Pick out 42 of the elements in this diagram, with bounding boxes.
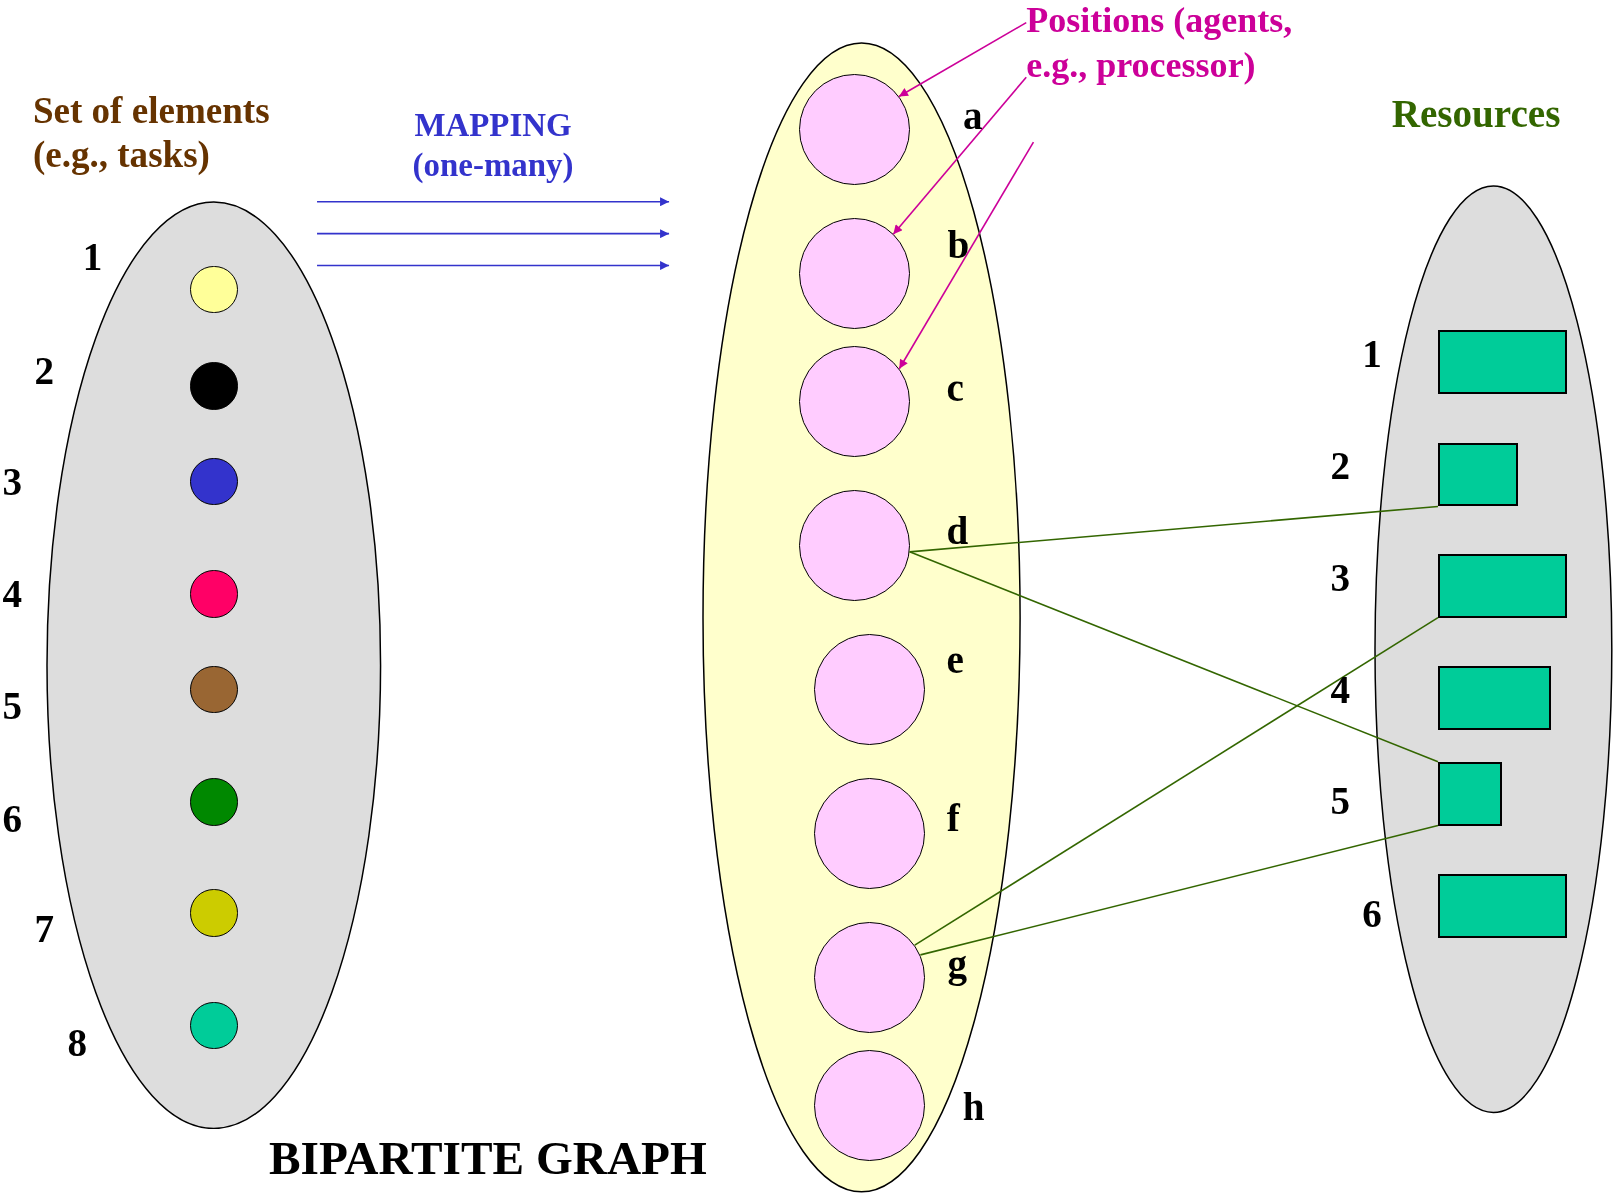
arrow: [892, 76, 1028, 235]
position-letter: g: [947, 941, 968, 988]
resource-number: 2: [1330, 442, 1350, 489]
diagram-caption: BIPARTITE GRAPH: [268, 1130, 707, 1186]
resource-number: 6: [1362, 890, 1382, 937]
resource-bar: [1437, 442, 1519, 507]
element-number: 5: [2, 682, 23, 729]
resource-bar: [1437, 665, 1552, 730]
element-number: 1: [82, 233, 103, 280]
resource-number: 1: [1362, 330, 1382, 377]
resource-number: 4: [1330, 666, 1350, 713]
connector-line: [908, 505, 1439, 553]
element-number: 7: [34, 906, 55, 952]
element-number: 8: [67, 1019, 87, 1066]
resource-number: 5: [1330, 777, 1350, 824]
arrow: [316, 261, 670, 271]
element-number: 4: [2, 570, 23, 617]
connector-line: [919, 824, 1439, 956]
element-number: 2: [34, 347, 55, 394]
resource-bar: [1437, 761, 1502, 826]
element-number: 6: [2, 795, 23, 842]
position-letter: h: [962, 1083, 985, 1130]
resource-number: 3: [1330, 555, 1350, 601]
connector-line: [908, 551, 1439, 763]
position-letter: a: [962, 92, 983, 139]
element-number: 3: [2, 458, 23, 505]
resource-bar: [1437, 553, 1567, 618]
positions-label: Positions (agents, e.g., processor): [1026, 0, 1303, 88]
position-letter: c: [946, 364, 964, 411]
position-letter: b: [947, 221, 970, 268]
arrow: [898, 141, 1035, 370]
position-letter: f: [946, 794, 960, 841]
position-letter: d: [946, 507, 969, 554]
arrow: [898, 21, 1028, 98]
arrow: [316, 197, 670, 207]
resource-bar: [1437, 873, 1567, 938]
set-heading: Set of elements (e.g., tasks): [32, 88, 271, 177]
connector-line: [913, 616, 1439, 946]
position-letter: e: [946, 636, 964, 683]
resources-heading: Resources: [1391, 90, 1562, 137]
arrow: [316, 229, 670, 239]
resource-bar: [1437, 330, 1567, 395]
